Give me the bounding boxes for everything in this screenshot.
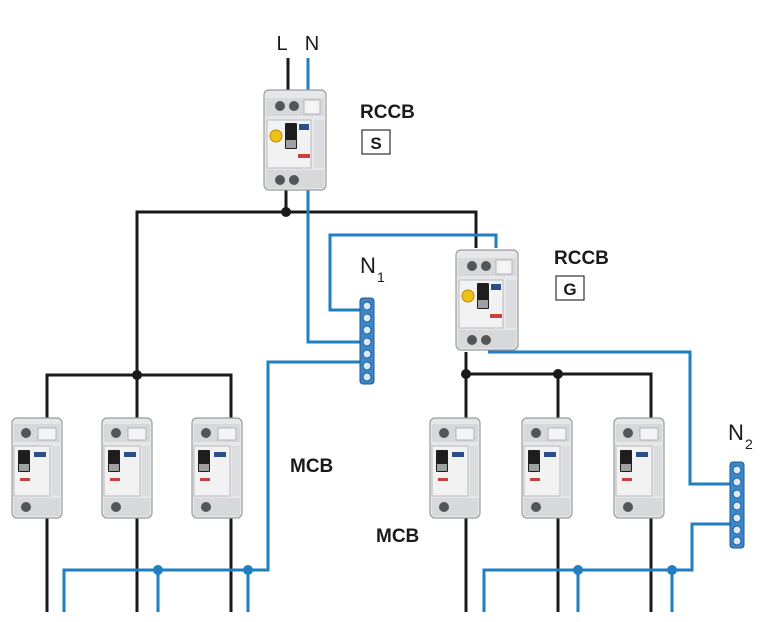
- mcb-device: [11, 417, 63, 519]
- neutral-bar-2-subscript: 2: [745, 436, 753, 452]
- rccb-main-type: S: [370, 134, 381, 153]
- mcb-device: [521, 417, 573, 519]
- mcb-device: [613, 417, 665, 519]
- rccb-sub-label: RCCB: [554, 248, 609, 269]
- mcb-right-label: MCB: [376, 526, 419, 547]
- rccb-sub-type-box: [555, 275, 585, 301]
- neutral-label: N: [305, 33, 319, 55]
- rccb-main-device: [263, 89, 327, 191]
- mcb-device: [191, 417, 243, 519]
- rccb-main-type-box: [361, 129, 391, 155]
- live-label: L: [276, 33, 287, 55]
- mcb-device: [429, 417, 481, 519]
- mcb-left-label: MCB: [290, 456, 333, 477]
- rccb-sub-type: G: [563, 280, 576, 299]
- rccb-sub-device: [455, 249, 519, 351]
- neutral-wires: [62, 58, 730, 612]
- live-wires: [45, 58, 653, 612]
- neutral-bar-1-label: N: [360, 253, 376, 278]
- neutral-bar-2-label: N: [728, 420, 744, 445]
- rccb-main-label: RCCB: [360, 102, 415, 123]
- neutral-bar-1-subscript: 1: [377, 269, 385, 285]
- neutral-bar-1: [359, 297, 375, 385]
- mcb-device: [101, 417, 153, 519]
- neutral-bar-2: [729, 461, 745, 549]
- junction-dots: [132, 207, 677, 575]
